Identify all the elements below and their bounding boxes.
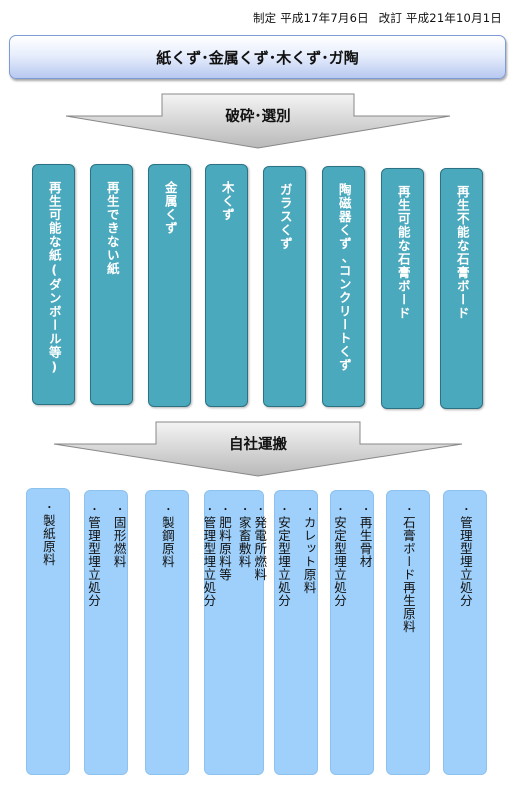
arrow-crush-sort: 破砕･選別 xyxy=(0,92,516,152)
date-line: 制定 平成17年7月6日 改訂 平成21年10月1日 xyxy=(247,10,502,26)
sorted-item-ceramic-concrete: 陶磁器くず､コンクリートくず xyxy=(322,166,365,407)
destinations-row: ･製紙原料 ･固形燃料 ･管理型埋立処分 ･製鋼原料 ･発電所燃料 ･家畜敷料 … xyxy=(0,488,516,788)
down-arrow-shape xyxy=(53,421,463,477)
sorted-item-metal: 金属くず xyxy=(148,164,191,407)
down-arrow-shape xyxy=(65,93,451,149)
sorted-item-nonrecyclable-gypsum: 再生不能な石膏ボード xyxy=(440,168,483,409)
arrow-transport: 自社運搬 xyxy=(0,420,516,480)
destination-solid-fuel: ･固形燃料 ･管理型埋立処分 xyxy=(84,490,128,775)
sorted-items-row: 再生可能な紙(ダンボール等) 再生できない紙 金属くず 木くず ガラスくず 陶磁… xyxy=(0,164,516,414)
arrow-label: 自社運搬 xyxy=(229,437,287,453)
revised-date: 改訂 平成21年10月1日 xyxy=(378,11,502,25)
destination-paper-material: ･製紙原料 xyxy=(26,488,70,775)
established-date: 制定 平成17年7月6日 xyxy=(252,11,369,25)
sorted-item-recyclable-gypsum: 再生可能な石膏ボード xyxy=(381,168,424,409)
destination-gypsum-recycling: ･石膏ボード再生原料 xyxy=(386,490,430,775)
destination-wood-uses: ･発電所燃料 ･家畜敷料 ･肥料原料等 ･管理型埋立処分 xyxy=(201,490,267,775)
destination-managed-landfill: ･管理型埋立処分 xyxy=(443,490,487,775)
destination-cullet: ･カレット原料 ･安定型埋立処分 xyxy=(274,490,318,775)
title-bar: 紙くず･金属くず･木くず･ガ陶 xyxy=(9,35,506,79)
sorted-item-recyclable-paper: 再生可能な紙(ダンボール等) xyxy=(32,164,75,405)
destination-steel-material: ･製鋼原料 xyxy=(145,490,189,775)
sorted-item-wood: 木くず xyxy=(205,164,248,407)
arrow-label: 破砕･選別 xyxy=(225,109,291,125)
sorted-item-nonrecyclable-paper: 再生できない紙 xyxy=(90,164,133,405)
sorted-item-glass: ガラスくず xyxy=(263,166,306,407)
page-title: 紙くず･金属くず･木くず･ガ陶 xyxy=(156,48,359,67)
destination-recycled-aggregate: ･再生骨材 ･安定型埋立処分 xyxy=(330,490,374,775)
